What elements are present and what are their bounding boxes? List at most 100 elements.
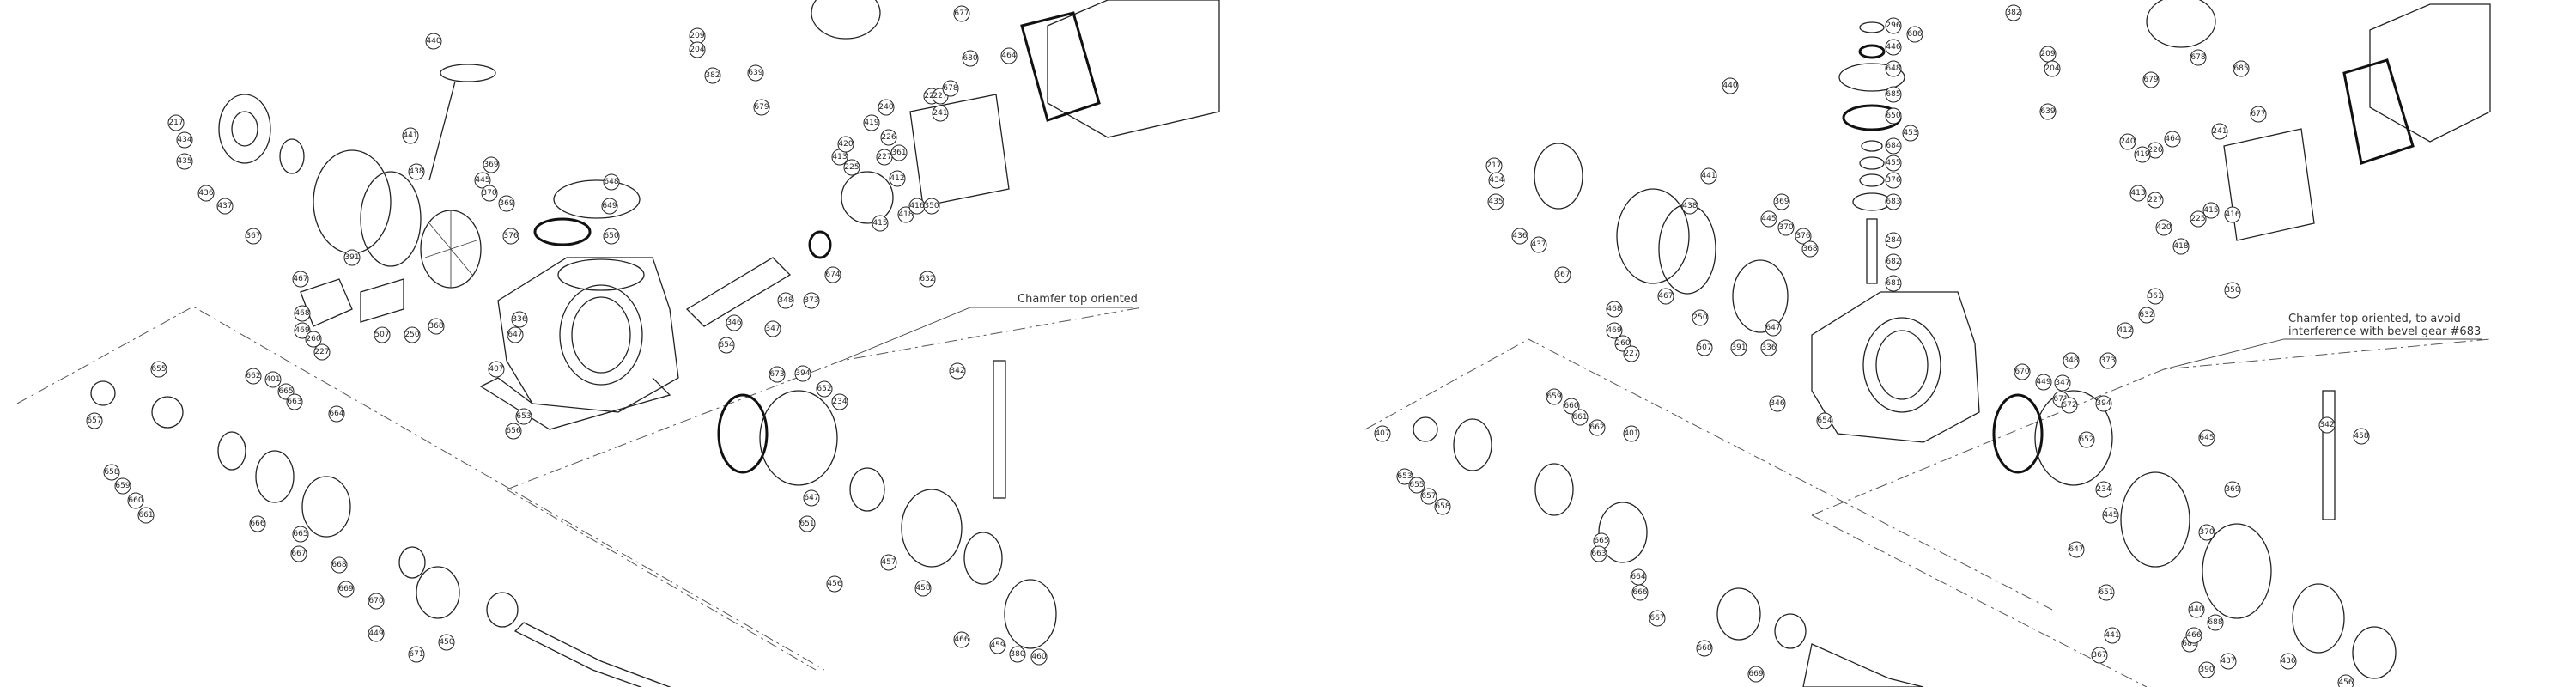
callout-label: 651 bbox=[2099, 588, 2113, 597]
callout-bubble: 685 bbox=[2233, 60, 2250, 77]
callout-circle bbox=[305, 331, 322, 348]
callout-bubble: 361 bbox=[2147, 288, 2164, 305]
callout-circle bbox=[2280, 653, 2297, 670]
callout-bubble: 657 bbox=[86, 412, 103, 429]
callout-circle bbox=[1530, 236, 1547, 253]
callout-bubble: 653 bbox=[515, 408, 532, 425]
callout-bubble: 647 bbox=[2068, 541, 2085, 558]
callout-label: 663 bbox=[1591, 550, 1606, 558]
callout-label: 407 bbox=[1375, 429, 1389, 438]
callout-bubble: 666 bbox=[249, 515, 266, 532]
right-note-leader bbox=[2163, 338, 2482, 370]
right-gear-662 bbox=[1534, 463, 1574, 516]
callout-label: 438 bbox=[409, 167, 423, 176]
callout-bubble: 369 bbox=[2224, 481, 2241, 498]
callout-circle bbox=[601, 198, 618, 215]
callout-bubble: 376 bbox=[502, 228, 519, 245]
callout-bubble: 436 bbox=[2280, 653, 2297, 670]
callout-circle bbox=[837, 136, 854, 153]
callout-circle bbox=[880, 554, 897, 571]
callout-label: 657 bbox=[87, 416, 101, 425]
callout-bubble: 348 bbox=[2063, 352, 2080, 369]
callout-label: 217 bbox=[1486, 161, 1501, 170]
callout-label: 373 bbox=[804, 296, 818, 305]
callout-circle bbox=[515, 408, 532, 425]
callout-circle bbox=[1408, 477, 1425, 494]
gear-wheel-445-spokes bbox=[424, 210, 477, 288]
callout-circle bbox=[1589, 419, 1606, 436]
right-chamfer-note-line-1: Chamfer top oriented, to avoid bbox=[2288, 313, 2461, 325]
callout-label: 446 bbox=[1886, 43, 1900, 52]
callout-circle bbox=[1681, 198, 1698, 215]
callout-bubble: 663 bbox=[286, 393, 303, 410]
callout-bubble: 413 bbox=[2129, 185, 2147, 202]
callout-bubble: 662 bbox=[1589, 419, 1606, 436]
callout-circle bbox=[824, 266, 841, 283]
callout-bubble: 673 bbox=[769, 366, 786, 383]
callout-label: 681 bbox=[1886, 279, 1900, 288]
callout-label: 632 bbox=[2139, 311, 2154, 319]
callout-bubble: 507 bbox=[374, 326, 391, 344]
callout-label: 665 bbox=[1594, 537, 1608, 545]
callout-bubble: 670 bbox=[368, 593, 385, 610]
callout-circle bbox=[2095, 395, 2112, 412]
callout-label: 226 bbox=[924, 92, 939, 100]
callout-bubble: 651 bbox=[2098, 584, 2115, 601]
callout-circle bbox=[425, 33, 442, 50]
callout-label: 683 bbox=[1886, 198, 1900, 206]
callout-bubble: 670 bbox=[2014, 363, 2031, 380]
callout-circle bbox=[603, 173, 620, 191]
callout-bubble: 661 bbox=[137, 507, 155, 524]
callout-bubble: 668 bbox=[331, 556, 348, 574]
callout-circle bbox=[872, 215, 889, 232]
callout-bubble: 369 bbox=[1773, 193, 1790, 210]
callout-circle bbox=[249, 515, 266, 532]
callout-bubble: 664 bbox=[328, 405, 345, 423]
callout-circle bbox=[1885, 39, 1902, 56]
callout-label: 436 bbox=[1512, 232, 1527, 240]
callout-circle bbox=[137, 507, 155, 524]
callout-label: 662 bbox=[246, 372, 260, 380]
callout-bubble: 416 bbox=[2224, 206, 2241, 223]
callout-bubble: 434 bbox=[176, 131, 193, 149]
callout-circle bbox=[2172, 238, 2190, 255]
callout-label: 441 bbox=[1701, 172, 1716, 180]
callout-label: 469 bbox=[1607, 326, 1621, 335]
callout-bubble: 342 bbox=[949, 362, 966, 380]
callout-bubble: 419 bbox=[2134, 146, 2151, 163]
callout-label: 458 bbox=[2354, 432, 2368, 441]
right-flange-cover-435 bbox=[1534, 143, 1583, 210]
callout-label: 679 bbox=[754, 103, 769, 112]
callout-circle bbox=[753, 99, 770, 116]
callout-label: 678 bbox=[2190, 53, 2205, 62]
callout-label: 684 bbox=[1886, 142, 1900, 150]
callout-bubble: 440 bbox=[425, 33, 442, 50]
right-motor-flange bbox=[2223, 128, 2315, 241]
callout-label: 415 bbox=[2203, 206, 2218, 215]
callout-bubble: 412 bbox=[889, 170, 906, 187]
callout-bubble: 412 bbox=[2117, 322, 2134, 339]
callout-label: 350 bbox=[924, 202, 939, 210]
callout-bubble: 437 bbox=[2220, 653, 2237, 670]
callout-circle bbox=[167, 114, 185, 131]
callout-bubble: 657 bbox=[1420, 488, 1437, 505]
callout-circle bbox=[1801, 240, 1819, 258]
callout-circle bbox=[2102, 507, 2119, 524]
callout-circle bbox=[953, 631, 970, 648]
callout-bubble: 445 bbox=[2102, 507, 2119, 524]
callout-circle bbox=[1488, 172, 1505, 189]
right-gear-657 bbox=[1453, 418, 1492, 471]
callout-circle bbox=[507, 326, 524, 344]
callout-circle bbox=[488, 361, 505, 378]
callout-label: 250 bbox=[404, 331, 419, 339]
callout-bubble: 663 bbox=[1590, 545, 1607, 562]
right-output-shaft bbox=[1802, 643, 1924, 687]
callout-circle bbox=[1816, 412, 1833, 429]
callout-circle bbox=[2198, 661, 2215, 678]
callout-circle bbox=[428, 318, 445, 335]
flange-652 bbox=[759, 390, 838, 486]
callout-label: 459 bbox=[990, 641, 1005, 650]
callout-bubble: 434 bbox=[1488, 172, 1505, 189]
callout-circle bbox=[1885, 232, 1902, 249]
callout-label: 688 bbox=[2208, 618, 2222, 627]
